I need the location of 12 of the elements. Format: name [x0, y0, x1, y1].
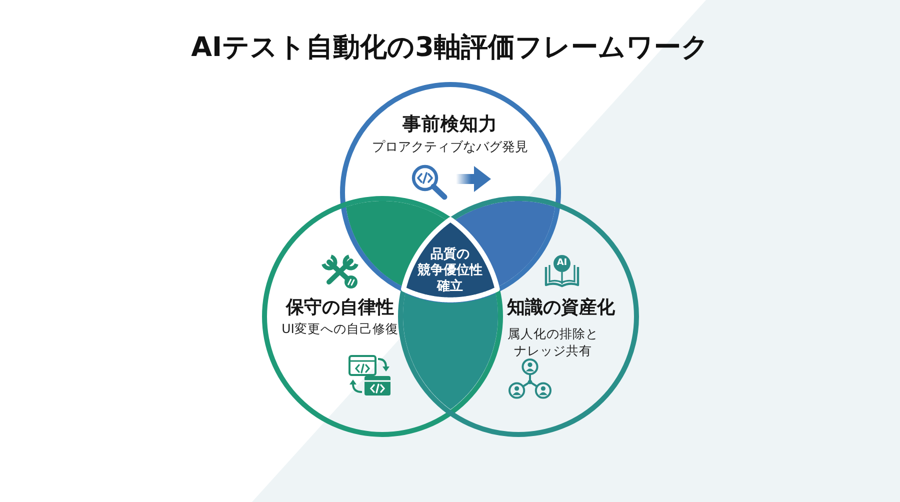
subheading: プロアクティブなバグ発見: [372, 139, 528, 157]
venn-circle: [398, 196, 638, 436]
subheading: UI変更への自己修復: [282, 320, 398, 338]
subheading: 属人化の排除とナレッジ共有: [506, 324, 600, 358]
overlap-region: [402, 292, 498, 410]
heading: 知識の資産化: [507, 296, 615, 320]
heading: 保守の自律性: [286, 296, 394, 320]
title: AIテスト自動化の3軸評価フレームワーク: [191, 31, 709, 65]
heading: 事前検知力: [402, 113, 498, 137]
icon-label: AI: [556, 258, 568, 268]
center-text: 品質の競争優位性確立: [416, 246, 484, 295]
venn-circle: [262, 196, 502, 436]
